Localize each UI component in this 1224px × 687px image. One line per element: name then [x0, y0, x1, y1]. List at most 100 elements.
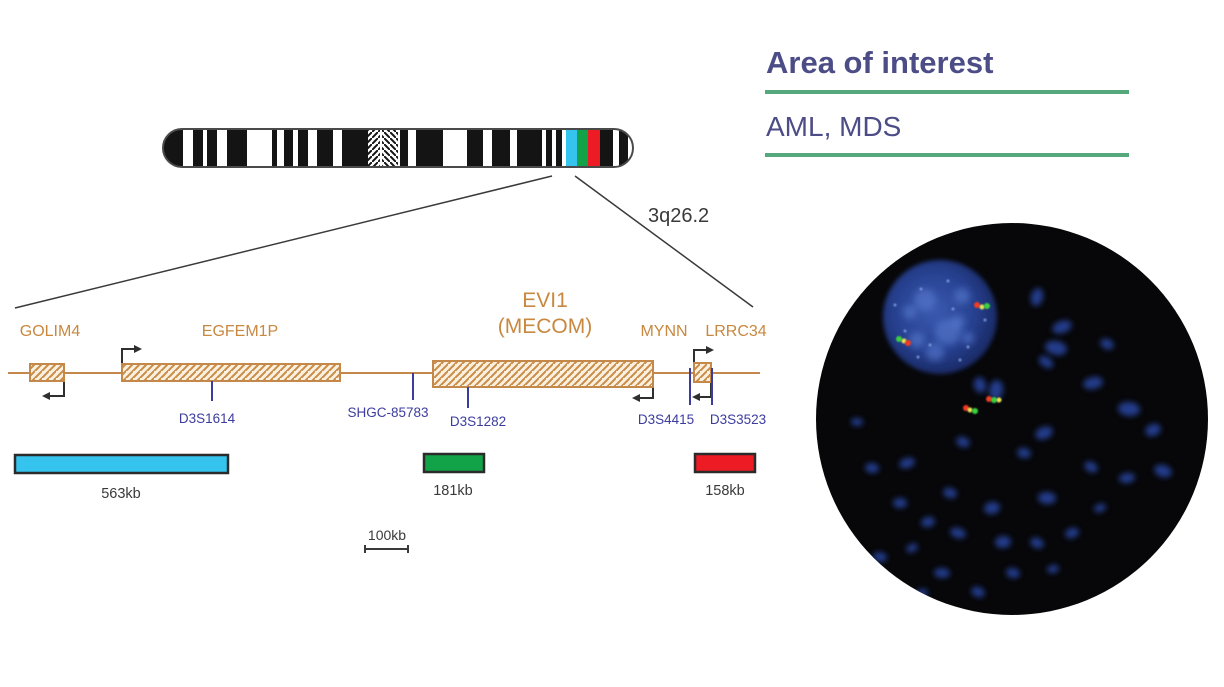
nucleus-speckle [893, 303, 897, 307]
nucleus-spot [903, 305, 917, 319]
ideogram-band [342, 129, 368, 167]
scale-bar-label: 100kb [368, 527, 406, 543]
nucleus-speckle [919, 287, 923, 291]
gene-map: GOLIM4 EGFEM1P EVI1 (MECOM) MYNN LRRC34 … [8, 289, 767, 553]
chromosome-blob [971, 586, 985, 598]
fish-content [851, 260, 1172, 598]
ideogram-band [619, 129, 628, 167]
gene-label-golim4: GOLIM4 [20, 323, 81, 340]
chromosome-blob [921, 516, 935, 528]
ideogram-band [207, 129, 217, 167]
gene-label-mecom: (MECOM) [498, 315, 592, 338]
chromosome-blob [1038, 491, 1056, 505]
nucleus-speckle [946, 279, 950, 283]
ideogram-band [400, 129, 408, 167]
gene-label-evi1: EVI1 [522, 289, 568, 312]
scale-bar-rule [364, 545, 409, 553]
probe-size-cyan: 563kb [101, 486, 141, 502]
probe-bar-red [693, 452, 757, 474]
zoom-pointer-lines [14, 175, 754, 309]
header-rule-bottom [765, 153, 1129, 157]
ideogram-band [163, 129, 183, 167]
gene-box-mynn-lrrc34 [693, 362, 712, 383]
reverse-strand-arrow-evi1 [640, 388, 654, 399]
chromosome-blob [1030, 288, 1044, 306]
chromosome-blob [1083, 376, 1103, 390]
chromosome-blob [1119, 472, 1135, 484]
gene-box-egfem1p [121, 363, 341, 382]
pointer-line-right [574, 175, 754, 308]
chromosome-blob [899, 457, 915, 469]
chromosome-ideogram [162, 128, 634, 168]
chromosome-blob [865, 462, 879, 474]
probe-size-labels: 563kb 181kb 158kb [101, 483, 745, 502]
chromosome-blob [893, 497, 907, 509]
ideogram-band [600, 129, 613, 167]
ideogram-band [467, 129, 483, 167]
gene-label-lrrc34: LRRC34 [705, 323, 766, 340]
forward-strand-arrow-egfem1p [121, 348, 134, 363]
nucleus-spot [954, 288, 970, 304]
chromosome-blob [934, 567, 950, 579]
page-subtitle: AML, MDS [766, 111, 901, 142]
chromosome-blob [906, 543, 918, 553]
ideogram-band [492, 129, 510, 167]
strand-arrowheads [42, 345, 714, 402]
nucleus-spot [962, 332, 974, 344]
chromosome-blob [950, 527, 966, 539]
page-title: Area of interest [766, 45, 993, 80]
gene-boxes [29, 360, 712, 388]
chromosome-blob [851, 417, 863, 427]
chromosome-blob [1047, 564, 1059, 574]
ideogram-band [546, 129, 552, 167]
chromosome-blob [1065, 527, 1079, 539]
probe-size-red: 158kb [705, 483, 745, 499]
nucleus-speckle [928, 343, 932, 347]
chromosome-blob [1006, 567, 1020, 579]
chromosome-blob [988, 380, 1004, 400]
marker-label-d3s3523: D3S3523 [710, 412, 766, 427]
reverse-strand-arrow-golim4 [50, 382, 65, 397]
arrowhead-left-icon [692, 393, 700, 401]
probe-size-green: 181kb [433, 483, 473, 499]
gene-box-golim4 [29, 363, 65, 382]
fish-signal-red [905, 340, 911, 346]
chromosome-blob [956, 436, 970, 448]
marker-ticks [211, 368, 713, 408]
chromosome-blob [973, 377, 987, 393]
fish-signal-yellow [996, 397, 1002, 403]
ideogram-band [517, 129, 542, 167]
reverse-strand-arrow-mynn [700, 383, 712, 398]
gene-label-egfem1p: EGFEM1P [202, 323, 278, 340]
marker-labels: D3S1614 SHGC-85783 D3S1282 D3S4415 D3S35… [179, 405, 766, 429]
fish-signal-red [986, 396, 992, 402]
ideogram-bands [163, 129, 628, 167]
marker-label-d3s1614: D3S1614 [179, 411, 236, 426]
chromosome-blob [1084, 461, 1098, 473]
chromosome-blob [943, 487, 957, 499]
gene-labels: GOLIM4 EGFEM1P EVI1 (MECOM) MYNN LRRC34 [20, 289, 767, 340]
ideogram-band [556, 129, 562, 167]
probe-band-cyan [566, 129, 577, 167]
arrowhead-left-icon [632, 394, 640, 402]
chromosome-blob [1045, 340, 1067, 356]
fish-signal-red [963, 405, 969, 411]
nucleus-speckle [966, 345, 970, 349]
fish-signal-red [974, 302, 980, 308]
gene-label-mynn: MYNN [640, 323, 687, 340]
locus-label: 3q26.2 [648, 205, 709, 227]
ideogram-band [227, 129, 247, 167]
chromosome-blob [1017, 447, 1031, 459]
nucleus-speckle [903, 329, 907, 333]
ideogram-band [193, 129, 203, 167]
chromosome-blob [1100, 338, 1114, 350]
ideogram-band [298, 129, 308, 167]
nucleus-speckle [983, 318, 987, 322]
fish-signals [896, 302, 1002, 414]
chromosome-blob [1145, 423, 1161, 437]
probe-band-red [588, 129, 600, 167]
chromosome-blob [1154, 464, 1172, 478]
arrowhead-right-icon [134, 345, 142, 353]
